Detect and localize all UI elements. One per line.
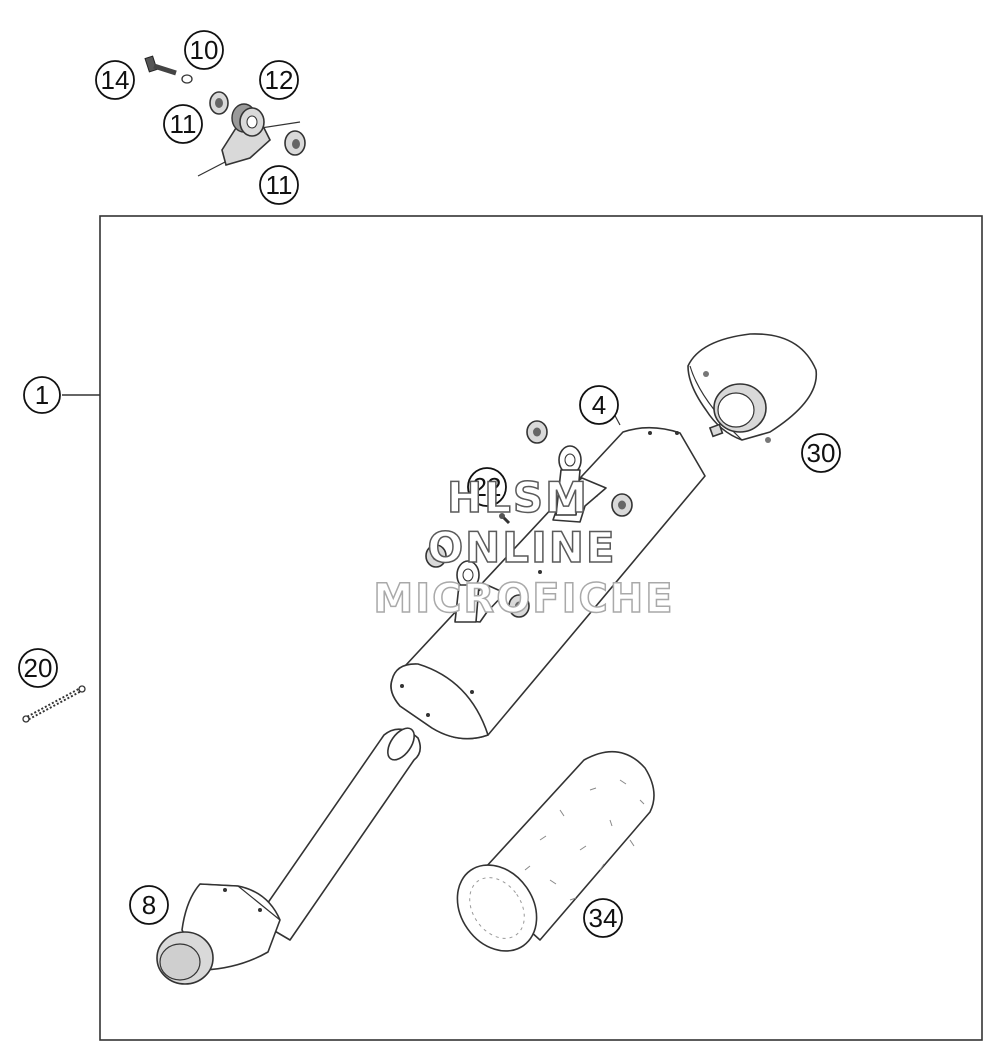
end-cap-30 — [687, 333, 818, 443]
callout-label: 4 — [592, 390, 606, 420]
callout-label: 20 — [24, 653, 53, 683]
watermark: HLSM ONLINE MICROFICHE — [373, 472, 674, 623]
callout-label: 10 — [190, 35, 219, 65]
callout-20: 20 — [18, 648, 58, 688]
callout-label: 22 — [473, 472, 502, 502]
packing-texture — [524, 779, 645, 901]
callout-label: 11 — [266, 170, 293, 200]
muffler-body-4 — [390, 409, 706, 740]
packing-34 — [456, 750, 655, 952]
watermark-line-1: HLSM — [447, 473, 589, 522]
watermark-line-2: ONLINE — [427, 523, 616, 572]
callout-label: 12 — [265, 65, 294, 95]
spring-20 — [22, 685, 86, 723]
grommet-11-lower — [284, 130, 306, 156]
bolt-14 — [144, 55, 177, 76]
callout-14: 14 — [95, 60, 135, 100]
watermark-line-3: MICROFICHE — [373, 576, 674, 622]
muffler-brackets — [425, 420, 633, 623]
mounting-hardware-group — [144, 55, 306, 177]
tail-pipe-8 — [156, 727, 422, 985]
callout-4: 4 — [579, 385, 619, 425]
callout-label: 34 — [589, 903, 618, 933]
callout-label: 30 — [807, 438, 836, 468]
callout-12: 12 — [259, 60, 299, 100]
callout-22: 22 — [467, 467, 507, 507]
callout-10: 10 — [184, 30, 224, 70]
screw-22 — [499, 513, 511, 525]
muffler-end-cap — [390, 663, 489, 740]
washer-10 — [181, 74, 193, 84]
callout-label: 11 — [170, 109, 197, 139]
assembly-frame — [99, 215, 983, 1041]
callout-11-upper: 11 — [163, 104, 203, 144]
packing-end — [456, 864, 538, 952]
bushing-12 — [231, 103, 265, 137]
callout-1: 1 — [23, 376, 61, 414]
grommet-11-upper — [209, 91, 229, 115]
callout-34: 34 — [583, 898, 623, 938]
callout-8: 8 — [129, 885, 169, 925]
callout-11-lower: 11 — [259, 165, 299, 205]
callout-label: 8 — [142, 890, 156, 920]
callout-label: 14 — [101, 65, 130, 95]
tail-pipe-tube — [255, 728, 422, 941]
callout-label: 1 — [35, 380, 49, 410]
callout-30: 30 — [801, 433, 841, 473]
